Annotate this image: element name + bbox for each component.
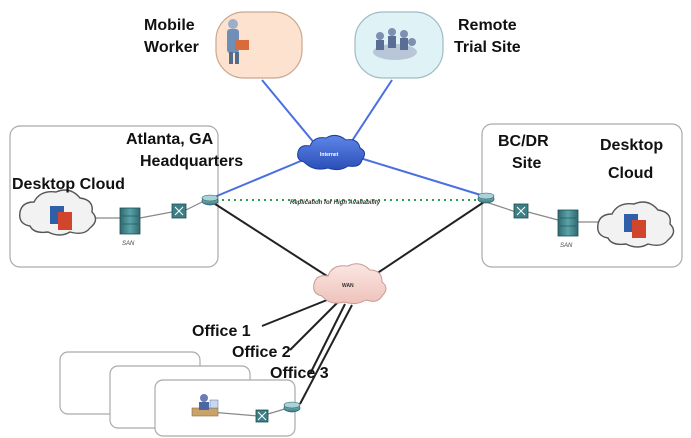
desktop-cloud-right-label-1: Desktop (600, 137, 663, 154)
svg-text:Remote Trial Site: Remote Trial Site (454, 17, 521, 56)
switch-left-icon (171, 203, 187, 219)
san-right-icon (557, 209, 579, 237)
remote-trial-label-2: Trial Site (454, 39, 521, 56)
svg-text:Atlanta, GA Headquarters: Atlanta, GA Headquarters (126, 131, 243, 170)
mobile-worker-label-2: Worker (144, 39, 199, 56)
desktop-cloud-right-icon (597, 201, 675, 248)
san-right-label: SAN (560, 243, 573, 249)
desktop-cloud-left-label: Desktop Cloud (12, 176, 125, 193)
desktop-cloud-left-icon (19, 189, 97, 236)
svg-text:Mobile Worker: Mobile Worker (144, 17, 199, 56)
office-3-box (154, 379, 296, 437)
atlanta-label-2: Headquarters (140, 153, 243, 170)
san-left-icon (119, 207, 141, 235)
remote-trial-label-1: Remote (458, 17, 517, 34)
san-left-label: SAN (122, 241, 135, 247)
desktop-cloud-right-label-2: Cloud (608, 165, 653, 182)
desk-user-icon (191, 394, 219, 417)
internet-label: Internet (320, 152, 339, 158)
router-office-icon (283, 401, 301, 413)
mobile-worker-icon (215, 11, 303, 79)
bcdr-label-2: Site (512, 155, 541, 172)
office-3-label: Office 3 (270, 365, 329, 382)
atlanta-label-1: Atlanta, GA (126, 131, 214, 148)
switch-right-icon (513, 203, 529, 219)
wan-cloud-icon (313, 263, 387, 305)
bcdr-label-1: BC/DR (498, 133, 549, 150)
office-1-label: Office 1 (192, 323, 251, 340)
switch-office-icon (255, 409, 269, 423)
router-right-icon (477, 192, 495, 204)
wan-links (211, 201, 485, 405)
svg-text:BC/DR Site: BC/DR Site (498, 133, 553, 172)
office-2-label: Office 2 (232, 344, 291, 361)
router-left-icon (201, 194, 219, 206)
svg-text:Desktop Cloud: Desktop Cloud (600, 137, 668, 182)
internet-links (211, 79, 485, 199)
replication-label: Replication for High Availability (290, 200, 381, 206)
meeting-group-icon (354, 11, 444, 79)
mobile-worker-label-1: Mobile (144, 17, 195, 34)
wan-label: WAN (342, 283, 354, 289)
internet-cloud-icon (297, 134, 366, 171)
